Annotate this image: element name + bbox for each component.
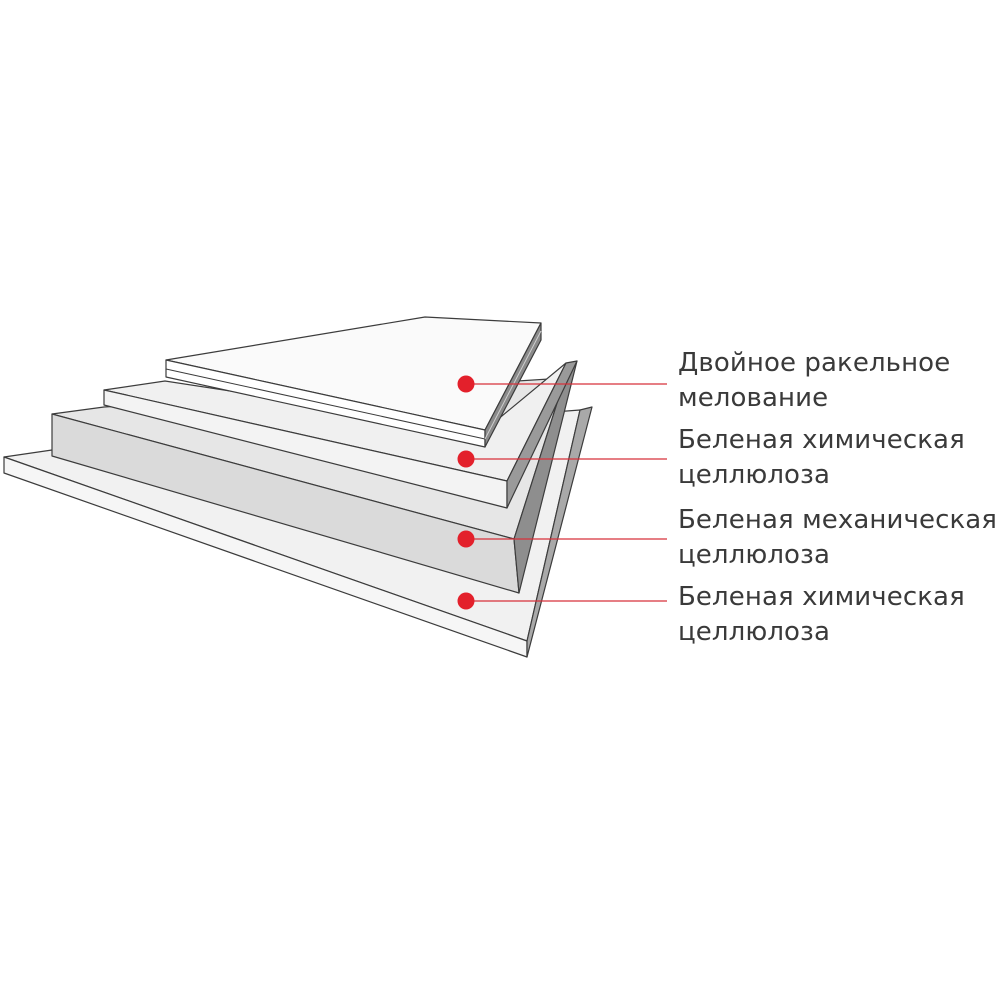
layer-label-coating-line2: мелование bbox=[678, 383, 829, 413]
layer-coating-seam bbox=[165, 368, 486, 440]
layer-label-mechanical-pulp-line1: Беленая механическая bbox=[678, 505, 998, 535]
marker-mechanical-pulp bbox=[457, 530, 475, 548]
layer-double-coating bbox=[165, 316, 542, 448]
layer-label-chemical-pulp-line2: целлюлоза bbox=[678, 460, 830, 490]
layer-label-bottom-chemical-pulp-line1: Беленая химическая bbox=[678, 582, 965, 612]
layer-label-bottom-chemical-pulp-line2: целлюлоза bbox=[678, 617, 830, 647]
layer-bottom-side-edge bbox=[526, 406, 593, 658]
layer-label-mechanical-pulp-line2: целлюлоза bbox=[678, 540, 830, 570]
layer-label-coating-line1: Двойное ракельное bbox=[678, 348, 951, 378]
layer-chemical-pulp bbox=[103, 360, 578, 509]
layer-coating-side-seam bbox=[484, 330, 542, 440]
layer-label-chemical-pulp-line1: Беленая химическая bbox=[678, 425, 965, 455]
layer-chemical-side-edge bbox=[506, 360, 578, 509]
layer-label-chemical-pulp: Беленая химическая целлюлоза bbox=[678, 423, 998, 493]
layer-label-bottom-chemical-pulp: Беленая химическая целлюлоза bbox=[678, 580, 998, 650]
marker-coating bbox=[457, 375, 475, 393]
layer-label-coating: Двойное ракельное мелование bbox=[678, 346, 998, 416]
marker-chemical-pulp bbox=[457, 450, 475, 468]
marker-bottom-chemical-pulp bbox=[457, 592, 475, 610]
layer-label-mechanical-pulp: Беленая механическая целлюлоза bbox=[678, 503, 998, 573]
